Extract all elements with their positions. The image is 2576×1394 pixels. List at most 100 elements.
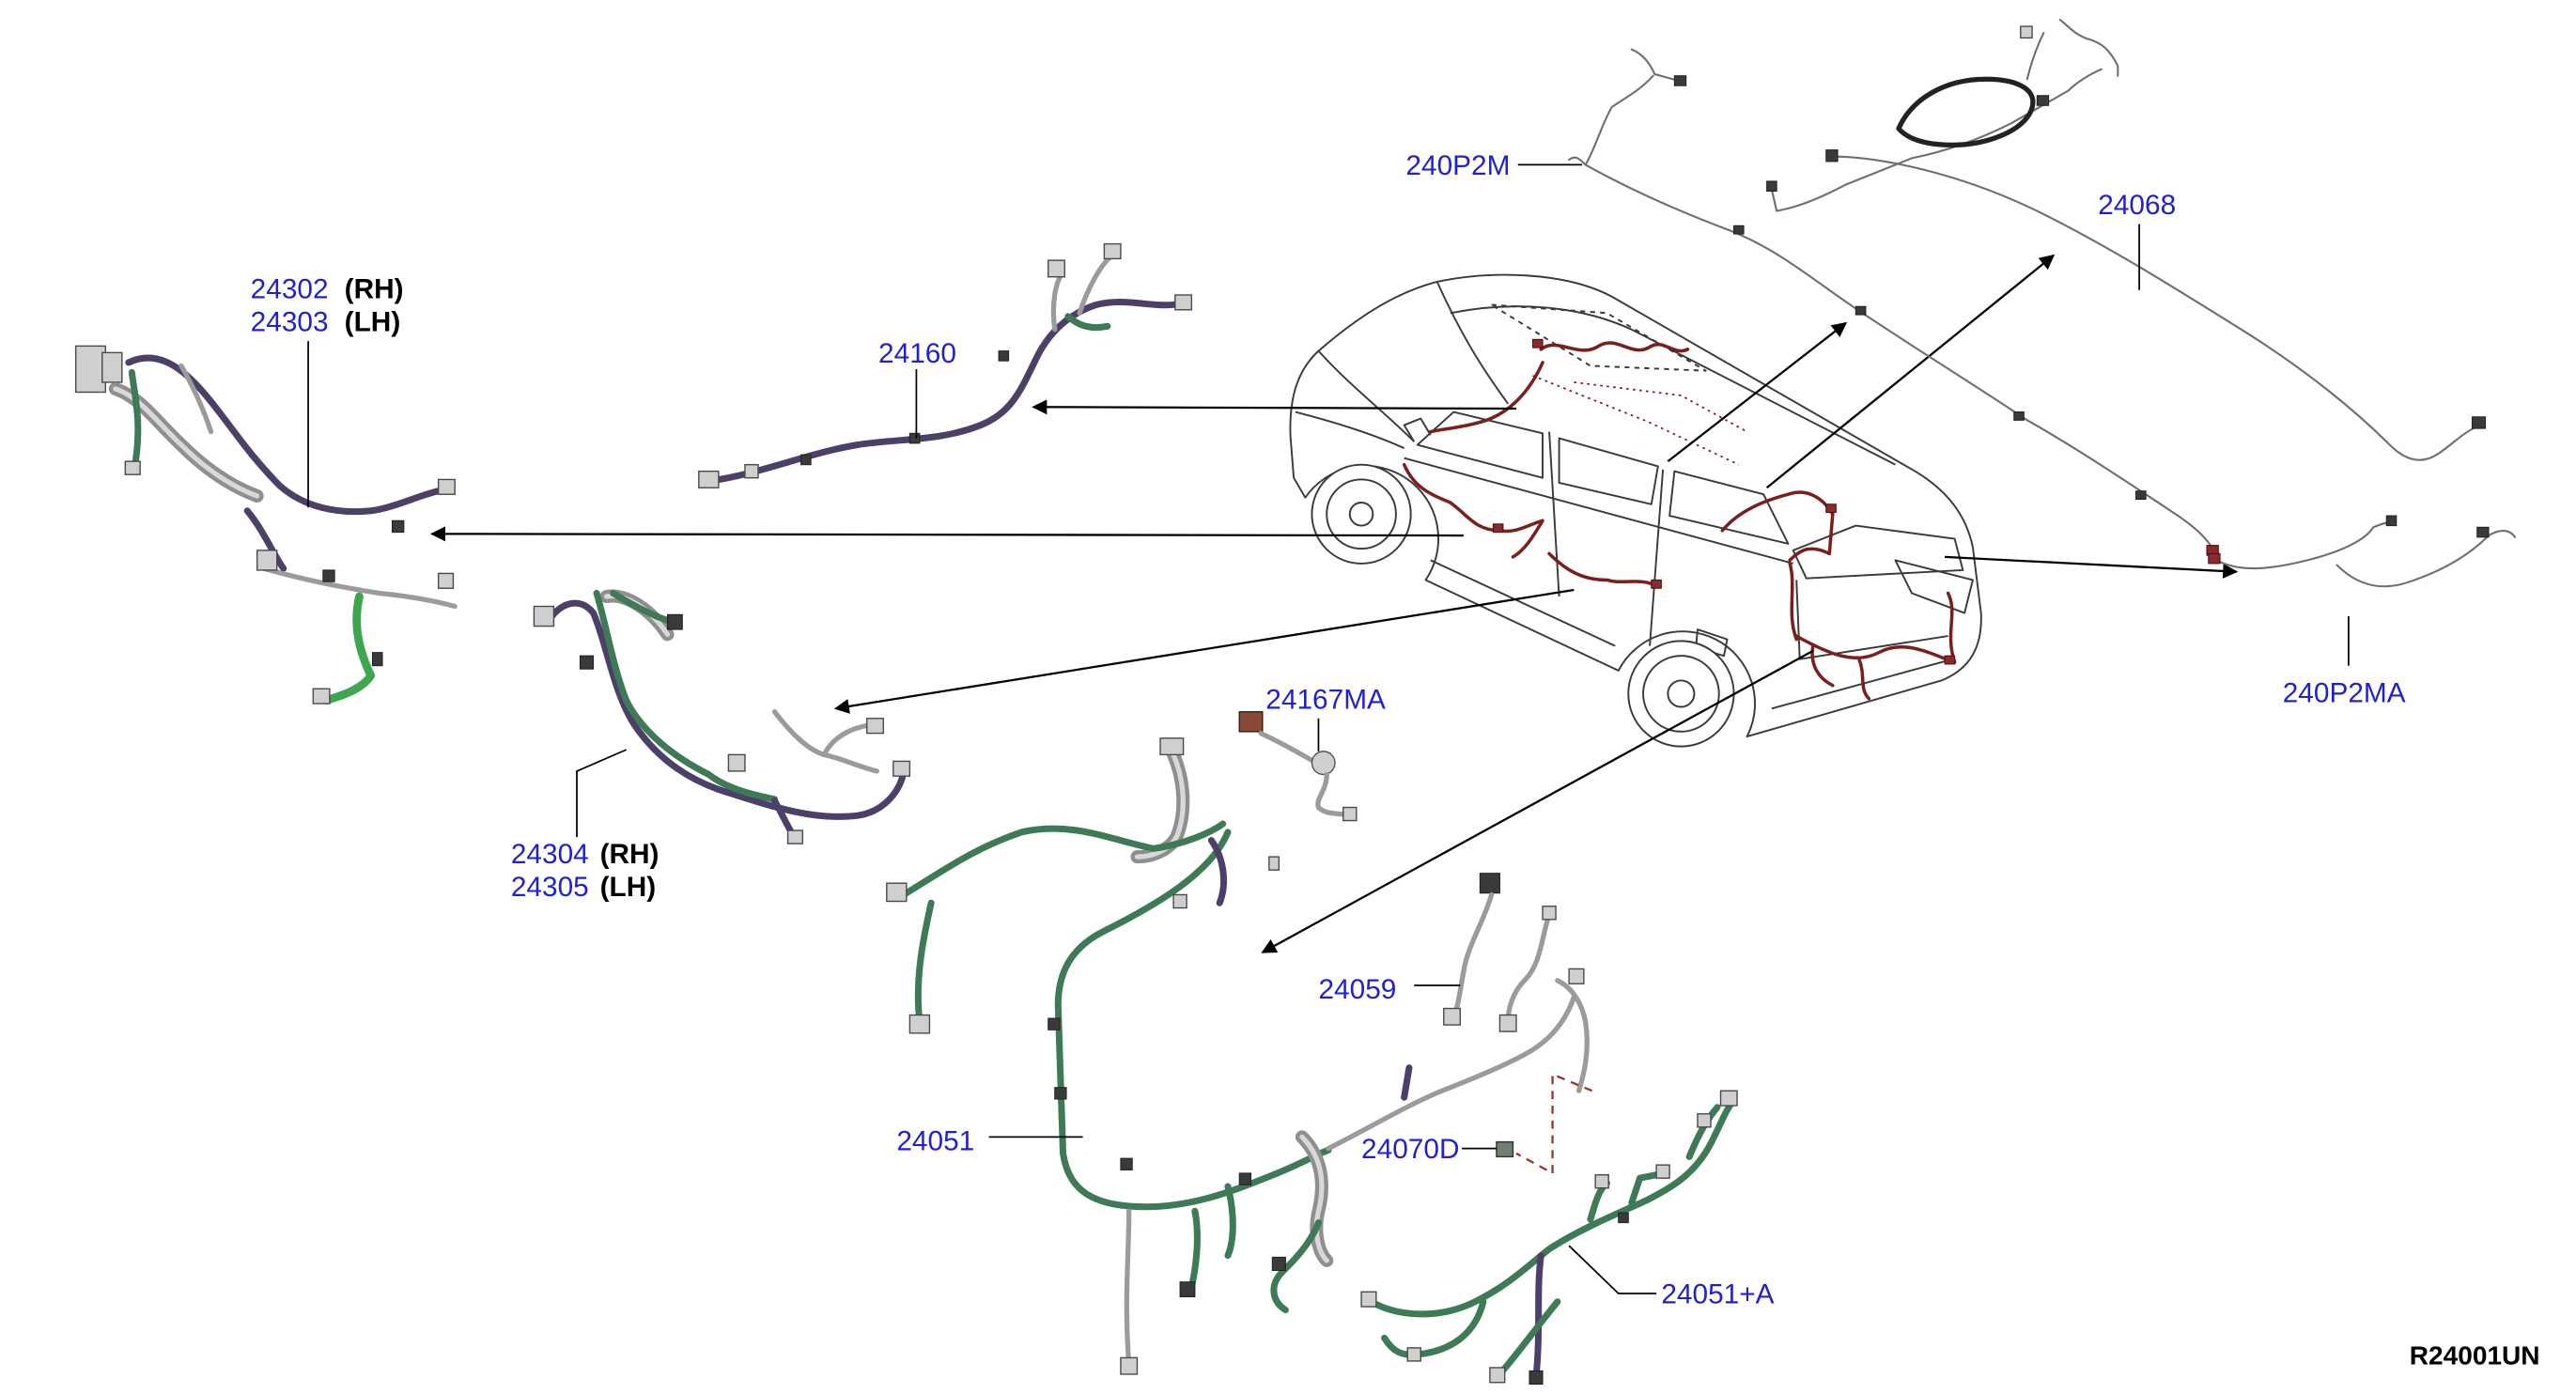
- harness-24051A: [1360, 1090, 1738, 1386]
- connector: [1489, 1367, 1506, 1384]
- main-harness-purple: [705, 299, 1187, 485]
- branch-purple: [1532, 1252, 1544, 1381]
- callout-24302[interactable]: 24302: [251, 274, 329, 305]
- rear-glass: [1792, 524, 1964, 580]
- wire-top: [2058, 18, 2119, 77]
- wire-top: [1630, 48, 1685, 84]
- connector: [371, 652, 383, 667]
- leader-line-24051A: [1568, 1245, 1657, 1294]
- connector: [1944, 655, 1956, 665]
- callout-24167MA[interactable]: 24167MA: [1265, 684, 1386, 715]
- fuel-door: [1695, 628, 1729, 658]
- connector: [998, 350, 1010, 362]
- connector: [1673, 75, 1687, 86]
- connector: [1172, 893, 1187, 909]
- connector: [1825, 503, 1837, 514]
- connector: [1047, 1017, 1061, 1030]
- callout-labels: 24302 (RH) 24303 (LH) 24160 240P2M 24068…: [251, 150, 2540, 1370]
- quarter-window: [1668, 470, 1790, 545]
- arrow-to-24304: [833, 588, 1575, 714]
- front-wheel: [1311, 463, 1412, 565]
- harness-24302-24303: [74, 345, 458, 705]
- side-label-lh: (LH): [345, 307, 401, 338]
- rear-door-cut: [1649, 469, 1665, 646]
- windshield-top: [1435, 281, 1509, 405]
- connector: [1238, 711, 1264, 733]
- callout-24305[interactable]: 24305: [511, 872, 589, 903]
- connector: [2013, 411, 2025, 421]
- connector: [2471, 416, 2487, 429]
- diagram-code: R24001UN: [2410, 1340, 2540, 1370]
- arrow-to-240P2M: [1667, 321, 1848, 463]
- connector: [1498, 1014, 1517, 1032]
- connector: [1179, 1281, 1196, 1298]
- callout-24303[interactable]: 24303: [251, 307, 329, 338]
- callout-24304[interactable]: 24304: [511, 839, 589, 870]
- branch-gray-upper: [178, 363, 214, 435]
- connector: [1529, 1370, 1544, 1386]
- connector: [800, 454, 812, 466]
- callout-24051[interactable]: 24051: [896, 1125, 974, 1156]
- main-harness-green: [894, 820, 1227, 902]
- connector: [786, 829, 804, 844]
- rear-door-window: [1558, 437, 1659, 505]
- callout-240P2MA[interactable]: 240P2MA: [2283, 677, 2406, 708]
- callout-24160[interactable]: 24160: [878, 338, 956, 369]
- connector: [666, 613, 683, 630]
- connector: [727, 753, 746, 772]
- connector: [1719, 1090, 1738, 1107]
- branch-green-top: [610, 589, 679, 627]
- connector: [1159, 737, 1185, 756]
- grommet: [1311, 751, 1336, 776]
- connector: [892, 760, 911, 777]
- front-hub: [1348, 502, 1374, 527]
- connector: [1651, 579, 1662, 589]
- callout-240P2M[interactable]: 240P2M: [1405, 150, 1510, 181]
- connector: [392, 519, 405, 534]
- branch-green: [128, 368, 142, 469]
- gray-trunk: [1326, 994, 1577, 1152]
- wire-long: [1831, 155, 2482, 461]
- leader-lines: [307, 163, 2350, 1294]
- arrow-to-24068: [1765, 254, 2056, 489]
- connector: [124, 460, 141, 475]
- connector: [533, 605, 555, 627]
- branch-top: [1685, 1104, 1721, 1160]
- connector: [908, 432, 921, 444]
- callout-24070D[interactable]: 24070D: [1361, 1134, 1459, 1165]
- wire-lower: [2335, 530, 2517, 588]
- rear-hub: [1667, 679, 1696, 708]
- front-rim: [1326, 478, 1397, 550]
- main-harness-green: [1368, 1097, 1738, 1318]
- callout-24051A[interactable]: 24051+A: [1661, 1279, 1774, 1310]
- branch-gray: [261, 565, 458, 610]
- rear-vertical-harness: [1788, 562, 1798, 642]
- wire-upper: [1770, 68, 2103, 212]
- branch-gray-2: [821, 722, 873, 758]
- branch-green-down: [1187, 1207, 1201, 1297]
- connector: [1271, 1256, 1286, 1271]
- hood-line: [1295, 410, 1405, 450]
- connector: [1479, 873, 1500, 894]
- connector: [1054, 1087, 1067, 1100]
- branch-purple: [1401, 1064, 1413, 1101]
- roof-harness: [1539, 341, 1690, 353]
- a-pillar-harness: [1428, 361, 1544, 434]
- callout-24059[interactable]: 24059: [1318, 974, 1396, 1005]
- connector: [908, 1014, 931, 1034]
- connector: [2208, 552, 2221, 565]
- arrow-to-24160: [1032, 399, 1516, 415]
- roof-harness-dotted-2: [1574, 381, 1748, 433]
- connector: [1120, 1157, 1133, 1170]
- connector: [312, 688, 331, 705]
- connector: [1047, 259, 1065, 278]
- wire-branch: [1568, 156, 1587, 166]
- branch-green-right: [1270, 1219, 1322, 1314]
- connector: [744, 463, 759, 479]
- callout-24068[interactable]: 24068: [2098, 190, 2176, 221]
- main-trunk-green: [1054, 829, 1332, 1211]
- connector: [1492, 523, 1504, 534]
- arrow-to-24302: [430, 526, 1464, 542]
- leader-line-24304: [576, 749, 627, 838]
- lead-wire-lower: [1315, 771, 1355, 818]
